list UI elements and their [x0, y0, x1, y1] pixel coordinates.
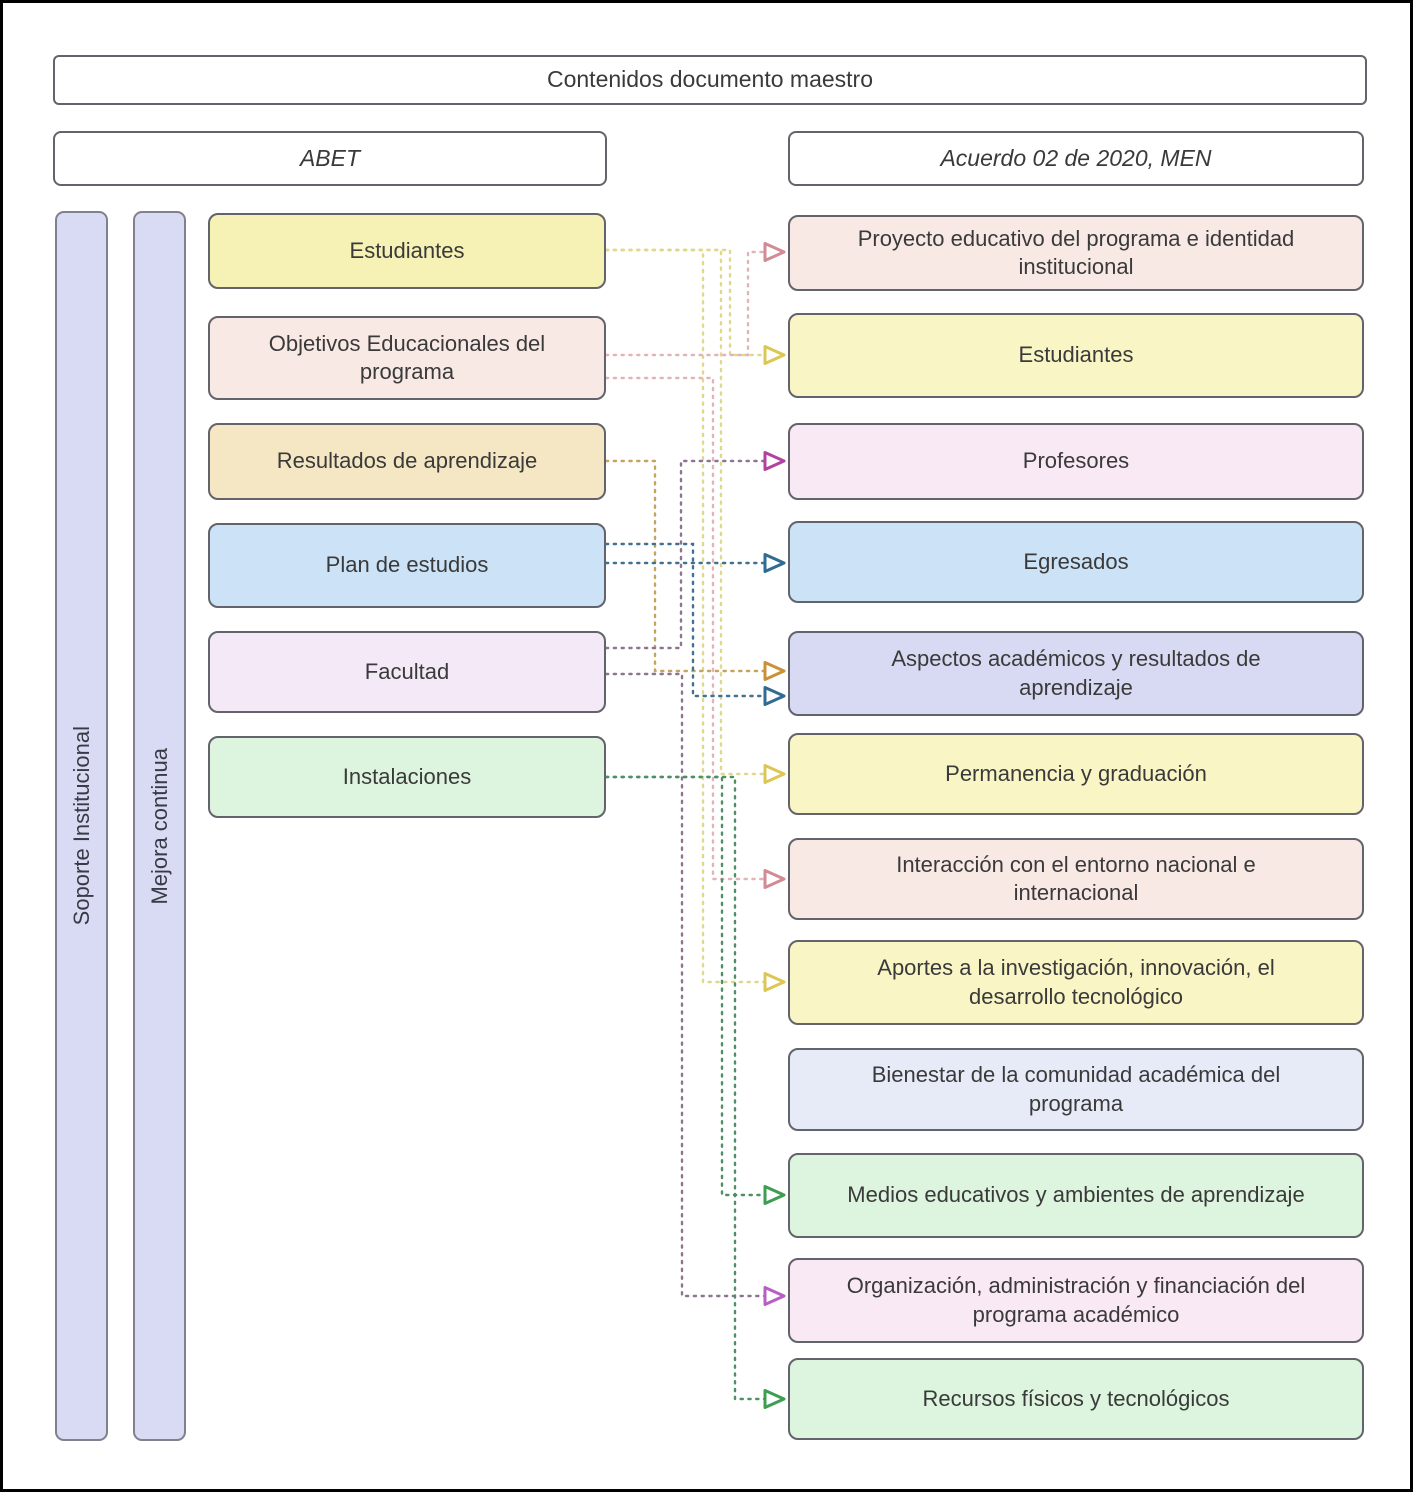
- connector-line: [604, 248, 767, 984]
- connector-line: [604, 248, 767, 776]
- men-box-recursos-fisicos: Recursos físicos y tecnológicos: [788, 1358, 1364, 1440]
- connector-line: [604, 775, 767, 1197]
- men-box-bienestar-comunidad: Bienestar de la comunidad académica del …: [788, 1048, 1364, 1131]
- connector-line: [604, 250, 767, 357]
- men-box-estudiantes: Estudiantes: [788, 313, 1364, 398]
- connector-arrowhead: [763, 1185, 786, 1205]
- abet-box-plan-de-estudios: Plan de estudios: [208, 523, 606, 608]
- connector-arrowhead: [763, 972, 786, 992]
- abet-box-facultad: Facultad: [208, 631, 606, 713]
- connector-line: [604, 248, 767, 357]
- connector-arrowhead: [763, 1389, 786, 1409]
- abet-box-instalaciones: Instalaciones: [208, 736, 606, 818]
- men-box-aportes-investigacion: Aportes a la investigación, innovación, …: [788, 940, 1364, 1025]
- connector-arrowhead: [763, 869, 786, 889]
- connector-arrowhead: [763, 764, 786, 784]
- connector-line: [604, 459, 767, 673]
- connector-arrowhead: [763, 686, 786, 706]
- connector-arrowhead: [763, 451, 786, 471]
- men-box-organizacion-administracion: Organización, administración y financiac…: [788, 1258, 1364, 1343]
- sidebar-soporte-label: Soporte Institucional: [68, 726, 94, 926]
- column-header-acuerdo-men: Acuerdo 02 de 2020, MEN: [788, 131, 1364, 186]
- abet-box-estudiantes: Estudiantes: [208, 213, 606, 289]
- men-box-aspectos-academicos: Aspectos académicos y resultados de apre…: [788, 631, 1364, 716]
- men-box-profesores: Profesores: [788, 423, 1364, 500]
- connector-line: [604, 775, 767, 1401]
- men-box-proyecto-educativo: Proyecto educativo del programa e identi…: [788, 215, 1364, 291]
- men-box-egresados: Egresados: [788, 521, 1364, 603]
- men-box-permanencia-graduacion: Permanencia y graduación: [788, 733, 1364, 815]
- connector-arrowhead: [763, 1286, 786, 1306]
- sidebar-mejora-continua: Mejora continua: [133, 211, 186, 1441]
- column-header-abet: ABET: [53, 131, 607, 186]
- abet-box-resultados-aprendizaje: Resultados de aprendizaje: [208, 423, 606, 500]
- sidebar-soporte-institucional: Soporte Institucional: [55, 211, 108, 1441]
- abet-box-objetivos-educacionales: Objetivos Educacionales del programa: [208, 316, 606, 400]
- men-box-medios-educativos: Medios educativos y ambientes de aprendi…: [788, 1153, 1364, 1238]
- connector-arrowhead: [763, 661, 786, 681]
- connector-arrowhead: [763, 242, 786, 262]
- connector-line: [604, 376, 767, 881]
- connector-line: [604, 672, 767, 1298]
- connector-arrowhead: [763, 553, 786, 573]
- diagram-title: Contenidos documento maestro: [53, 55, 1367, 105]
- connector-line: [604, 542, 767, 698]
- men-box-interaccion-entorno: Interacción con el entorno nacional e in…: [788, 838, 1364, 920]
- sidebar-mejora-label: Mejora continua: [146, 747, 172, 905]
- connector-arrowhead: [763, 345, 786, 365]
- connector-line: [604, 459, 767, 650]
